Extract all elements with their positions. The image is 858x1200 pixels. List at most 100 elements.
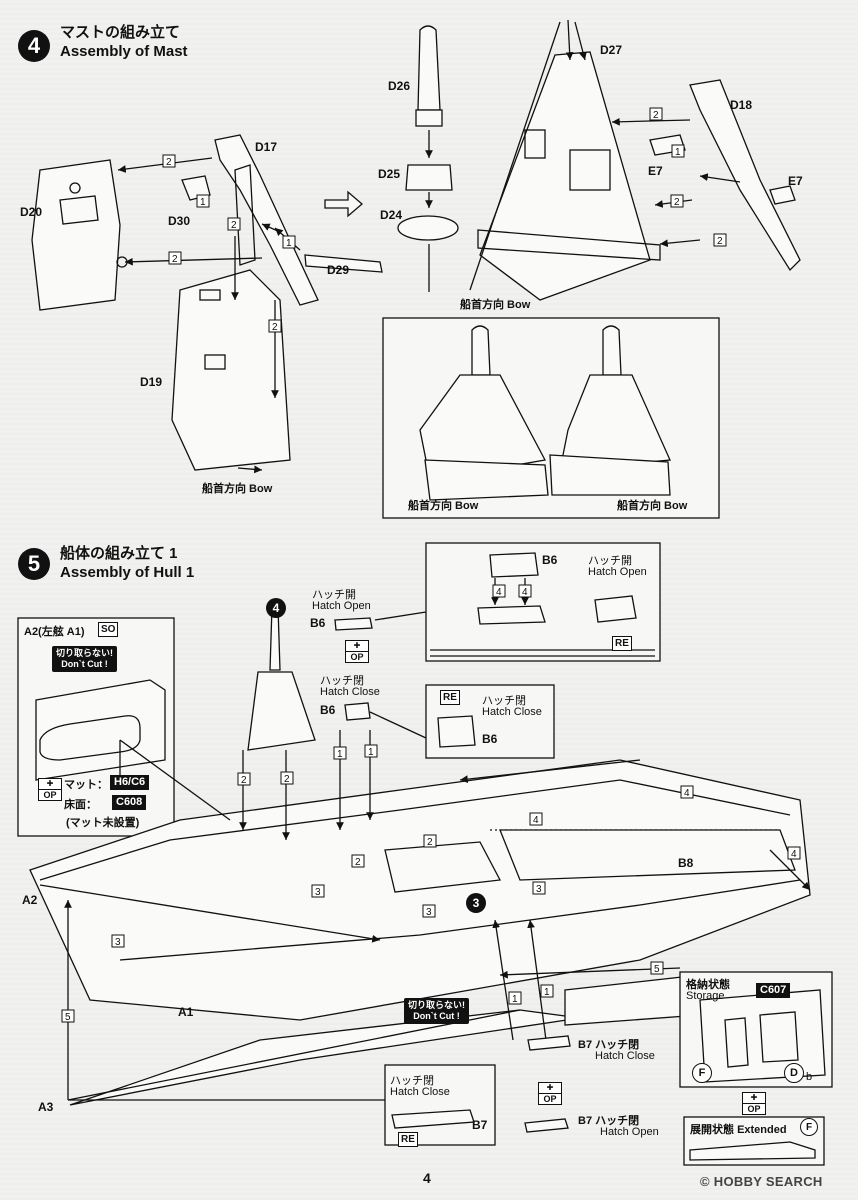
callout-4: 4 (529, 812, 543, 826)
callout-4: 4 (518, 584, 532, 598)
part-d26-drawing (417, 25, 441, 111)
callout-5: 5 (650, 961, 664, 975)
svg-text:2: 2 (231, 220, 237, 231)
inset-hatch-open-jp: ハッチ開 (588, 555, 632, 567)
svg-text:2: 2 (241, 775, 247, 786)
re-tag: RE (612, 636, 632, 651)
part-label: D29 (327, 263, 350, 277)
callout-1: 1 (333, 746, 347, 760)
dont-cut-note: 切り取らない! Don`t Cut ! (404, 998, 469, 1024)
part-label: B6 (542, 553, 558, 567)
callout-1: 1 (364, 744, 378, 758)
op-icon: ✚OP (345, 640, 369, 663)
svg-text:1: 1 (512, 994, 518, 1005)
callout-2: 2 (162, 154, 176, 168)
step-reference-badge: 3 (466, 893, 486, 913)
storage-jp: 格納状態 (686, 979, 730, 991)
callout-2: 2 (237, 772, 251, 786)
callout-1: 1 (508, 991, 522, 1005)
svg-text:2: 2 (653, 110, 659, 121)
op-icon: ✚OP (38, 778, 62, 801)
svg-text:2: 2 (166, 157, 172, 168)
part-f-badge: F (800, 1118, 818, 1136)
so-tag: SO (98, 622, 119, 637)
part-label: B8 (678, 856, 694, 870)
part-label: D20 (20, 205, 43, 219)
svg-text:1: 1 (286, 238, 292, 249)
svg-text:1: 1 (368, 747, 374, 758)
svg-text:3: 3 (426, 907, 432, 918)
callout-3: 3 (111, 934, 125, 948)
callout-1: 1 (282, 235, 296, 249)
part-label: D24 (380, 208, 403, 222)
callout-2: 2 (280, 771, 294, 785)
svg-text:2: 2 (355, 857, 361, 868)
floor-value: C608 (112, 795, 147, 810)
svg-text:4: 4 (533, 815, 539, 826)
part-label: D17 (255, 140, 278, 154)
inset-b7-en: Hatch Close (390, 1086, 450, 1098)
svg-text:4: 4 (522, 587, 528, 598)
svg-text:3: 3 (536, 884, 542, 895)
svg-text:4: 4 (496, 587, 502, 598)
part-label: D26 (388, 79, 411, 93)
svg-text:4: 4 (684, 788, 690, 799)
svg-text:2: 2 (272, 322, 278, 333)
inset-hatch-close-en: Hatch Close (482, 706, 542, 718)
callout-2: 2 (713, 233, 727, 247)
page-number: 4 (423, 1170, 431, 1186)
callout-1: 1 (196, 194, 210, 208)
op-icon: ✚OP (538, 1082, 562, 1105)
bow-direction-label: 船首方向 Bow (460, 299, 531, 311)
part-d17-drawing (214, 134, 319, 306)
callout-2: 2 (670, 194, 684, 208)
mat-value: H6/C6 (110, 775, 150, 790)
mat-note: (マット未設置) (66, 817, 140, 829)
callout-3: 3 (532, 881, 546, 895)
step-title-en: Assembly of Hull 1 (60, 564, 195, 581)
callout-1: 1 (540, 984, 554, 998)
bow-direction-label: 船首方向 Bow (202, 483, 273, 495)
part-label: D27 (600, 43, 623, 57)
re-tag: RE (440, 690, 460, 705)
svg-text:2: 2 (717, 236, 723, 247)
part-d19-drawing (171, 269, 291, 471)
part-label: D19 (140, 375, 163, 389)
svg-text:2: 2 (674, 197, 680, 208)
callout-5: 5 (61, 1009, 75, 1023)
callout-2: 2 (268, 319, 282, 333)
svg-text:4: 4 (791, 849, 797, 860)
callout-1: 1 (671, 144, 685, 158)
callout-3: 3 (422, 904, 436, 918)
step-title-en: Assembly of Mast (60, 43, 188, 60)
mat-label: マット： (64, 779, 108, 791)
part-d-suffix: b (806, 1071, 813, 1083)
inset-b7-frame (384, 1064, 496, 1146)
callout-2: 2 (227, 217, 241, 231)
inset-a2-title: A2(左舷 A1) (24, 626, 85, 638)
svg-text:2: 2 (172, 254, 178, 265)
callout-2: 2 (423, 834, 437, 848)
step-number-badge: 5 (18, 548, 50, 580)
part-label: B7 (472, 1118, 488, 1132)
part-label: B6 (310, 616, 326, 630)
part-d-badge: D (784, 1063, 804, 1083)
b7-close-label: B7 ハッチ閉 (578, 1039, 640, 1051)
svg-text:1: 1 (675, 147, 681, 158)
b7-open-en: Hatch Open (600, 1126, 659, 1138)
watermark: © HOBBY SEARCH (700, 1174, 823, 1189)
callout-4: 4 (787, 846, 801, 860)
svg-text:1: 1 (200, 197, 206, 208)
callout-4: 4 (492, 584, 506, 598)
b7-open-label: B7 ハッチ閉 (578, 1115, 640, 1127)
svg-text:3: 3 (315, 887, 321, 898)
part-label: D30 (168, 214, 191, 228)
step-title-jp: 船体の組み立て 1 (60, 545, 178, 562)
part-label: E7 (648, 164, 663, 178)
callout-4: 4 (680, 785, 694, 799)
storage-en: Storage (686, 990, 725, 1002)
part-label: A1 (178, 1005, 194, 1019)
svg-text:5: 5 (654, 964, 660, 975)
callout-2: 2 (351, 854, 365, 868)
